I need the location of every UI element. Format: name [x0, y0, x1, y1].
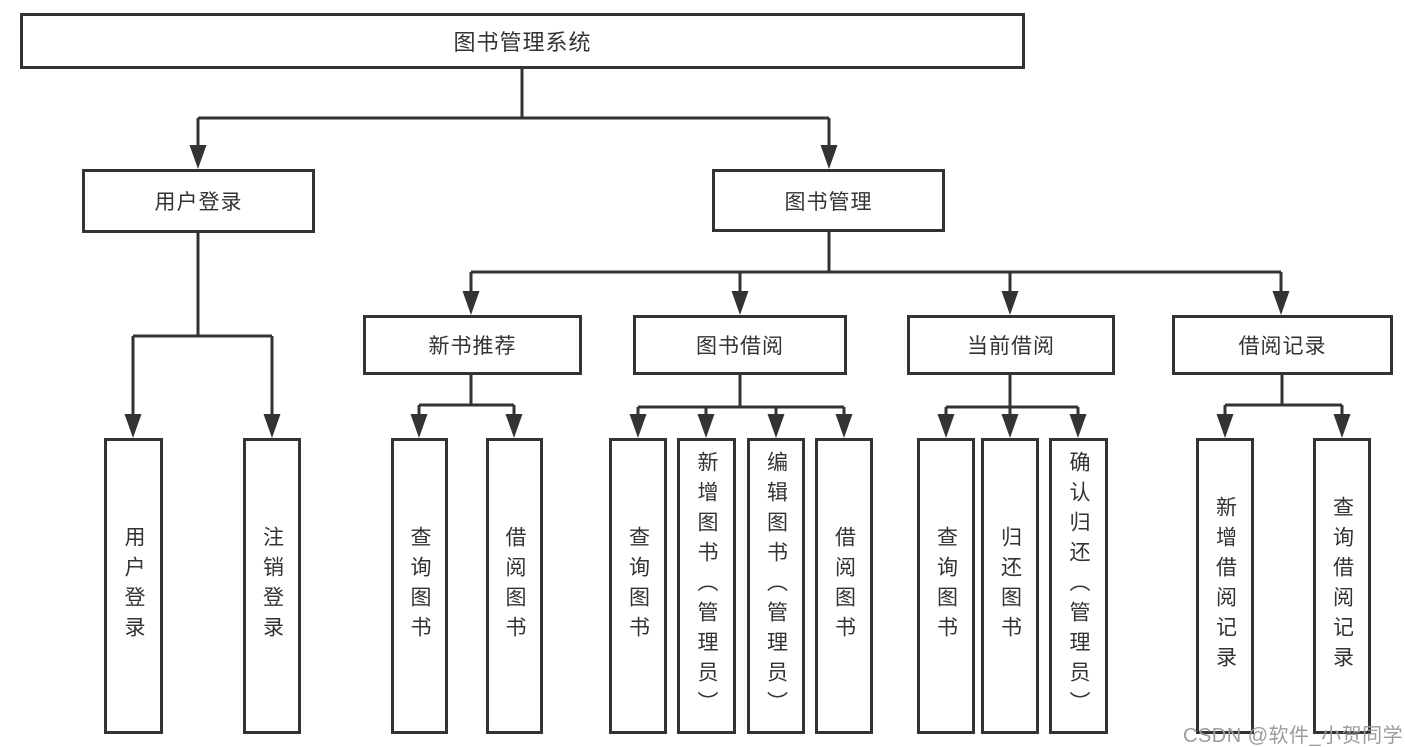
arrowhead-icon — [697, 414, 715, 438]
connector-borrow-record-children — [1216, 375, 1351, 438]
arrowhead-icon — [1069, 414, 1087, 438]
connector-book-management-children — [462, 232, 1290, 315]
connector-book-borrow-children — [629, 375, 853, 438]
leaf-add-book-admin: 新增图书（管理员） — [677, 438, 736, 734]
leaf-logout-login: 注销登录 — [243, 438, 301, 734]
arrowhead-icon — [1272, 291, 1290, 315]
arrowhead-icon — [1333, 414, 1351, 438]
arrowhead-icon — [124, 414, 142, 438]
arrowhead-icon — [767, 414, 785, 438]
arrowhead-icon — [1001, 414, 1019, 438]
node-root-system: 图书管理系统 — [20, 13, 1025, 69]
arrowhead-icon — [731, 291, 749, 315]
leaf-query-borrow-record: 查询借阅记录 — [1313, 438, 1371, 734]
leaf-edit-book-admin: 编辑图书（管理员） — [747, 438, 805, 734]
leaf-query-book-current: 查询图书 — [917, 438, 975, 734]
arrowhead-icon — [189, 145, 207, 169]
node-current-borrow: 当前借阅 — [907, 315, 1115, 375]
connector-user-login-children — [124, 233, 281, 438]
arrowhead-icon — [629, 414, 647, 438]
node-borrow-record: 借阅记录 — [1172, 315, 1393, 375]
arrowhead-icon — [820, 145, 838, 169]
leaf-user-login: 用户登录 — [104, 438, 163, 734]
arrowhead-icon — [1216, 414, 1234, 438]
connector-root-to-level2 — [189, 69, 838, 169]
leaf-borrow-book: 借阅图书 — [815, 438, 873, 734]
leaf-borrow-book-recommend: 借阅图书 — [486, 438, 543, 734]
connector-new-book-children — [410, 375, 523, 438]
arrowhead-icon — [835, 414, 853, 438]
node-new-book-recommend: 新书推荐 — [363, 315, 582, 375]
arrowhead-icon — [410, 414, 428, 438]
leaf-query-book-recommend: 查询图书 — [391, 438, 448, 734]
node-book-borrow: 图书借阅 — [633, 315, 847, 375]
arrowhead-icon — [505, 414, 523, 438]
node-book-management: 图书管理 — [712, 169, 945, 232]
arrowhead-icon — [937, 414, 955, 438]
arrowhead-icon — [462, 291, 480, 315]
watermark-text: CSDN @软件_小贺同学 — [1183, 725, 1404, 747]
leaf-add-borrow-record: 新增借阅记录 — [1196, 438, 1254, 734]
leaf-confirm-return-admin: 确认归还（管理员） — [1049, 438, 1108, 734]
arrowhead-icon — [1001, 291, 1019, 315]
leaf-query-book-borrow: 查询图书 — [609, 438, 667, 734]
connector-current-borrow-children — [937, 375, 1087, 438]
leaf-return-book: 归还图书 — [981, 438, 1039, 734]
arrowhead-icon — [263, 414, 281, 438]
node-user-login: 用户登录 — [82, 169, 315, 233]
